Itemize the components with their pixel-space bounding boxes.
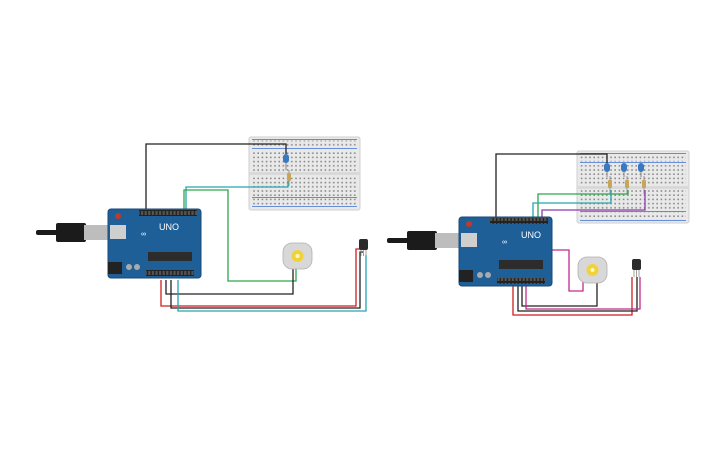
temperature-sensor[interactable]: [359, 239, 368, 256]
resistor[interactable]: [625, 176, 629, 194]
usb-cable: [387, 231, 461, 250]
arduino-uno-board[interactable]: UNO ∞: [107, 208, 202, 279]
board-label: UNO: [521, 230, 541, 240]
arduino-uno-board[interactable]: UNO ∞: [458, 216, 553, 287]
wires-left[interactable]: [145, 143, 367, 312]
breadboard[interactable]: [576, 150, 690, 224]
wire-red: [160, 248, 362, 307]
wire-black: [495, 153, 608, 222]
resistor[interactable]: [642, 176, 646, 194]
resistor[interactable]: [608, 176, 612, 194]
wire-green: [183, 189, 297, 282]
wire-teal: [532, 190, 612, 222]
resistor[interactable]: [287, 170, 291, 186]
breadboard[interactable]: [248, 136, 361, 211]
usb-cable: [36, 223, 110, 242]
wire-black: [165, 264, 294, 295]
led[interactable]: [604, 163, 610, 177]
svg-text:∞: ∞: [141, 231, 146, 238]
wire-red: [512, 277, 633, 316]
dc-motor[interactable]: [577, 256, 608, 284]
wire-black: [521, 280, 598, 307]
led[interactable]: [638, 163, 644, 177]
temperature-sensor[interactable]: [632, 259, 641, 277]
wire-teal: [185, 181, 289, 212]
board-label: UNO: [159, 222, 179, 232]
wire-green: [537, 190, 629, 222]
led[interactable]: [621, 163, 627, 177]
circuit-left[interactable]: UNO ∞: [36, 136, 368, 312]
wire-black: [517, 277, 638, 312]
wire-magenta: [525, 277, 641, 310]
wire-black: [145, 143, 287, 212]
circuit-right[interactable]: UNO ∞: [387, 150, 690, 316]
wire-purple: [541, 190, 646, 222]
led[interactable]: [283, 154, 289, 170]
dc-motor[interactable]: [282, 242, 313, 270]
wire-teal: [177, 255, 367, 312]
svg-text:∞: ∞: [502, 239, 507, 246]
